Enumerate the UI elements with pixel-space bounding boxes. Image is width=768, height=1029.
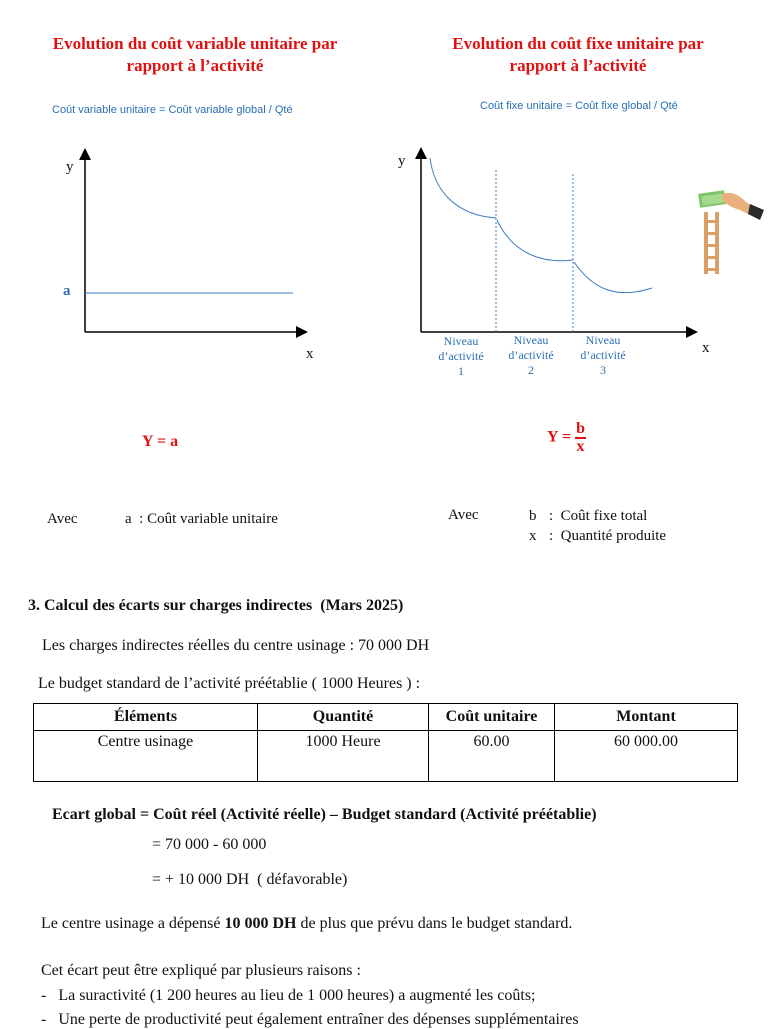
table-header: Montant bbox=[554, 703, 738, 731]
money-ladder-illustration bbox=[698, 190, 764, 274]
bullet-1-text: La suractivité (1 200 heures au lieu de … bbox=[58, 987, 536, 1004]
level-1-label: Niveau d’activité 1 bbox=[438, 334, 484, 378]
right-chart-title: Evolution du coût fixe unitaire par rapp… bbox=[403, 33, 753, 77]
table-header: Coût unitaire bbox=[428, 703, 555, 731]
legend-x-val: : Quantité produite bbox=[549, 528, 667, 544]
right-avec: Avec bbox=[448, 507, 479, 523]
bullet-2-text: Une perte de productivité peut également… bbox=[58, 1011, 579, 1028]
table-cell: Centre usinage bbox=[33, 730, 258, 782]
ecart-step-2: = + 10 000 DH ( défavorable) bbox=[152, 871, 348, 888]
right-chart bbox=[415, 147, 698, 338]
left-x-label: x bbox=[306, 346, 314, 362]
conclusion-pre: Le centre usinage a dépensé bbox=[41, 915, 225, 932]
table-cell: 60.00 bbox=[428, 730, 555, 782]
legend-b-key: b bbox=[529, 508, 537, 524]
section-heading: 3. Calcul des écarts sur charges indirec… bbox=[28, 597, 404, 614]
paragraph-charges-reelles: Les charges indirectes réelles du centre… bbox=[42, 637, 430, 654]
table-cell: 60 000.00 bbox=[554, 730, 738, 782]
list-item: - Une perte de productivité peut égaleme… bbox=[41, 1011, 579, 1028]
table-header-row: Éléments Quantité Coût unitaire Montant bbox=[33, 703, 738, 731]
table-header: Quantité bbox=[257, 703, 429, 731]
level-2-label: Niveau d’activité 2 bbox=[508, 333, 554, 377]
legend-x-key: x bbox=[529, 528, 537, 544]
left-chart-title: Evolution du coût variable unitaire par … bbox=[20, 33, 370, 77]
left-a-label: a bbox=[63, 283, 71, 299]
left-title-line1: Evolution du coût variable unitaire par bbox=[52, 34, 338, 53]
right-title-line1: Evolution du coût fixe unitaire par bbox=[452, 34, 704, 53]
list-item: - La suractivité (1 200 heures au lieu d… bbox=[41, 987, 536, 1004]
curve-level-3 bbox=[573, 261, 653, 294]
curve-level-2 bbox=[496, 219, 574, 262]
left-avec: Avec bbox=[47, 511, 78, 527]
left-title-line2: rapport à l’activité bbox=[126, 56, 264, 75]
right-y-label: y bbox=[398, 153, 406, 169]
conclusion-post: de plus que prévu dans le budget standar… bbox=[296, 915, 573, 932]
conclusion-amount: 10 000 DH bbox=[224, 915, 297, 932]
legend-b-val: : Coût fixe total bbox=[549, 508, 648, 524]
curve-level-1 bbox=[429, 157, 497, 219]
ecart-step-1: = 70 000 - 60 000 bbox=[152, 836, 267, 853]
left-y-label: y bbox=[66, 159, 74, 175]
table-row: Centre usinage 1000 Heure 60.00 60 000.0… bbox=[33, 730, 738, 782]
table-cell: 1000 Heure bbox=[257, 730, 429, 782]
budget-table: Éléments Quantité Coût unitaire Montant … bbox=[33, 703, 738, 782]
right-equation-fraction: b x bbox=[575, 421, 586, 455]
left-chart bbox=[79, 148, 308, 338]
table-header: Éléments bbox=[33, 703, 258, 731]
paragraph-budget-standard: Le budget standard de l’activité préétab… bbox=[38, 675, 421, 692]
explain-text: Cet écart peut être expliqué par plusieu… bbox=[41, 962, 361, 979]
right-formula: Coût fixe unitaire = Coût fixe global / … bbox=[480, 100, 678, 112]
right-x-label: x bbox=[702, 340, 710, 356]
conclusion: Le centre usinage a dépensé 10 000 DH de… bbox=[41, 915, 572, 933]
left-equation: Y = a bbox=[142, 433, 179, 450]
fraction-denominator: x bbox=[576, 438, 585, 455]
right-equation: Y = b x bbox=[547, 421, 586, 455]
right-equation-prefix: Y = bbox=[547, 428, 572, 446]
right-title-line2: rapport à l’activité bbox=[509, 56, 647, 75]
fraction-numerator: b bbox=[575, 420, 586, 439]
left-formula: Coût variable unitaire = Coût variable g… bbox=[52, 104, 293, 116]
ecart-formula: Ecart global = Coût réel (Activité réell… bbox=[52, 806, 597, 823]
level-3-label: Niveau d’activité 3 bbox=[580, 333, 626, 377]
left-legend-a: a : Coût variable unitaire bbox=[125, 511, 278, 527]
